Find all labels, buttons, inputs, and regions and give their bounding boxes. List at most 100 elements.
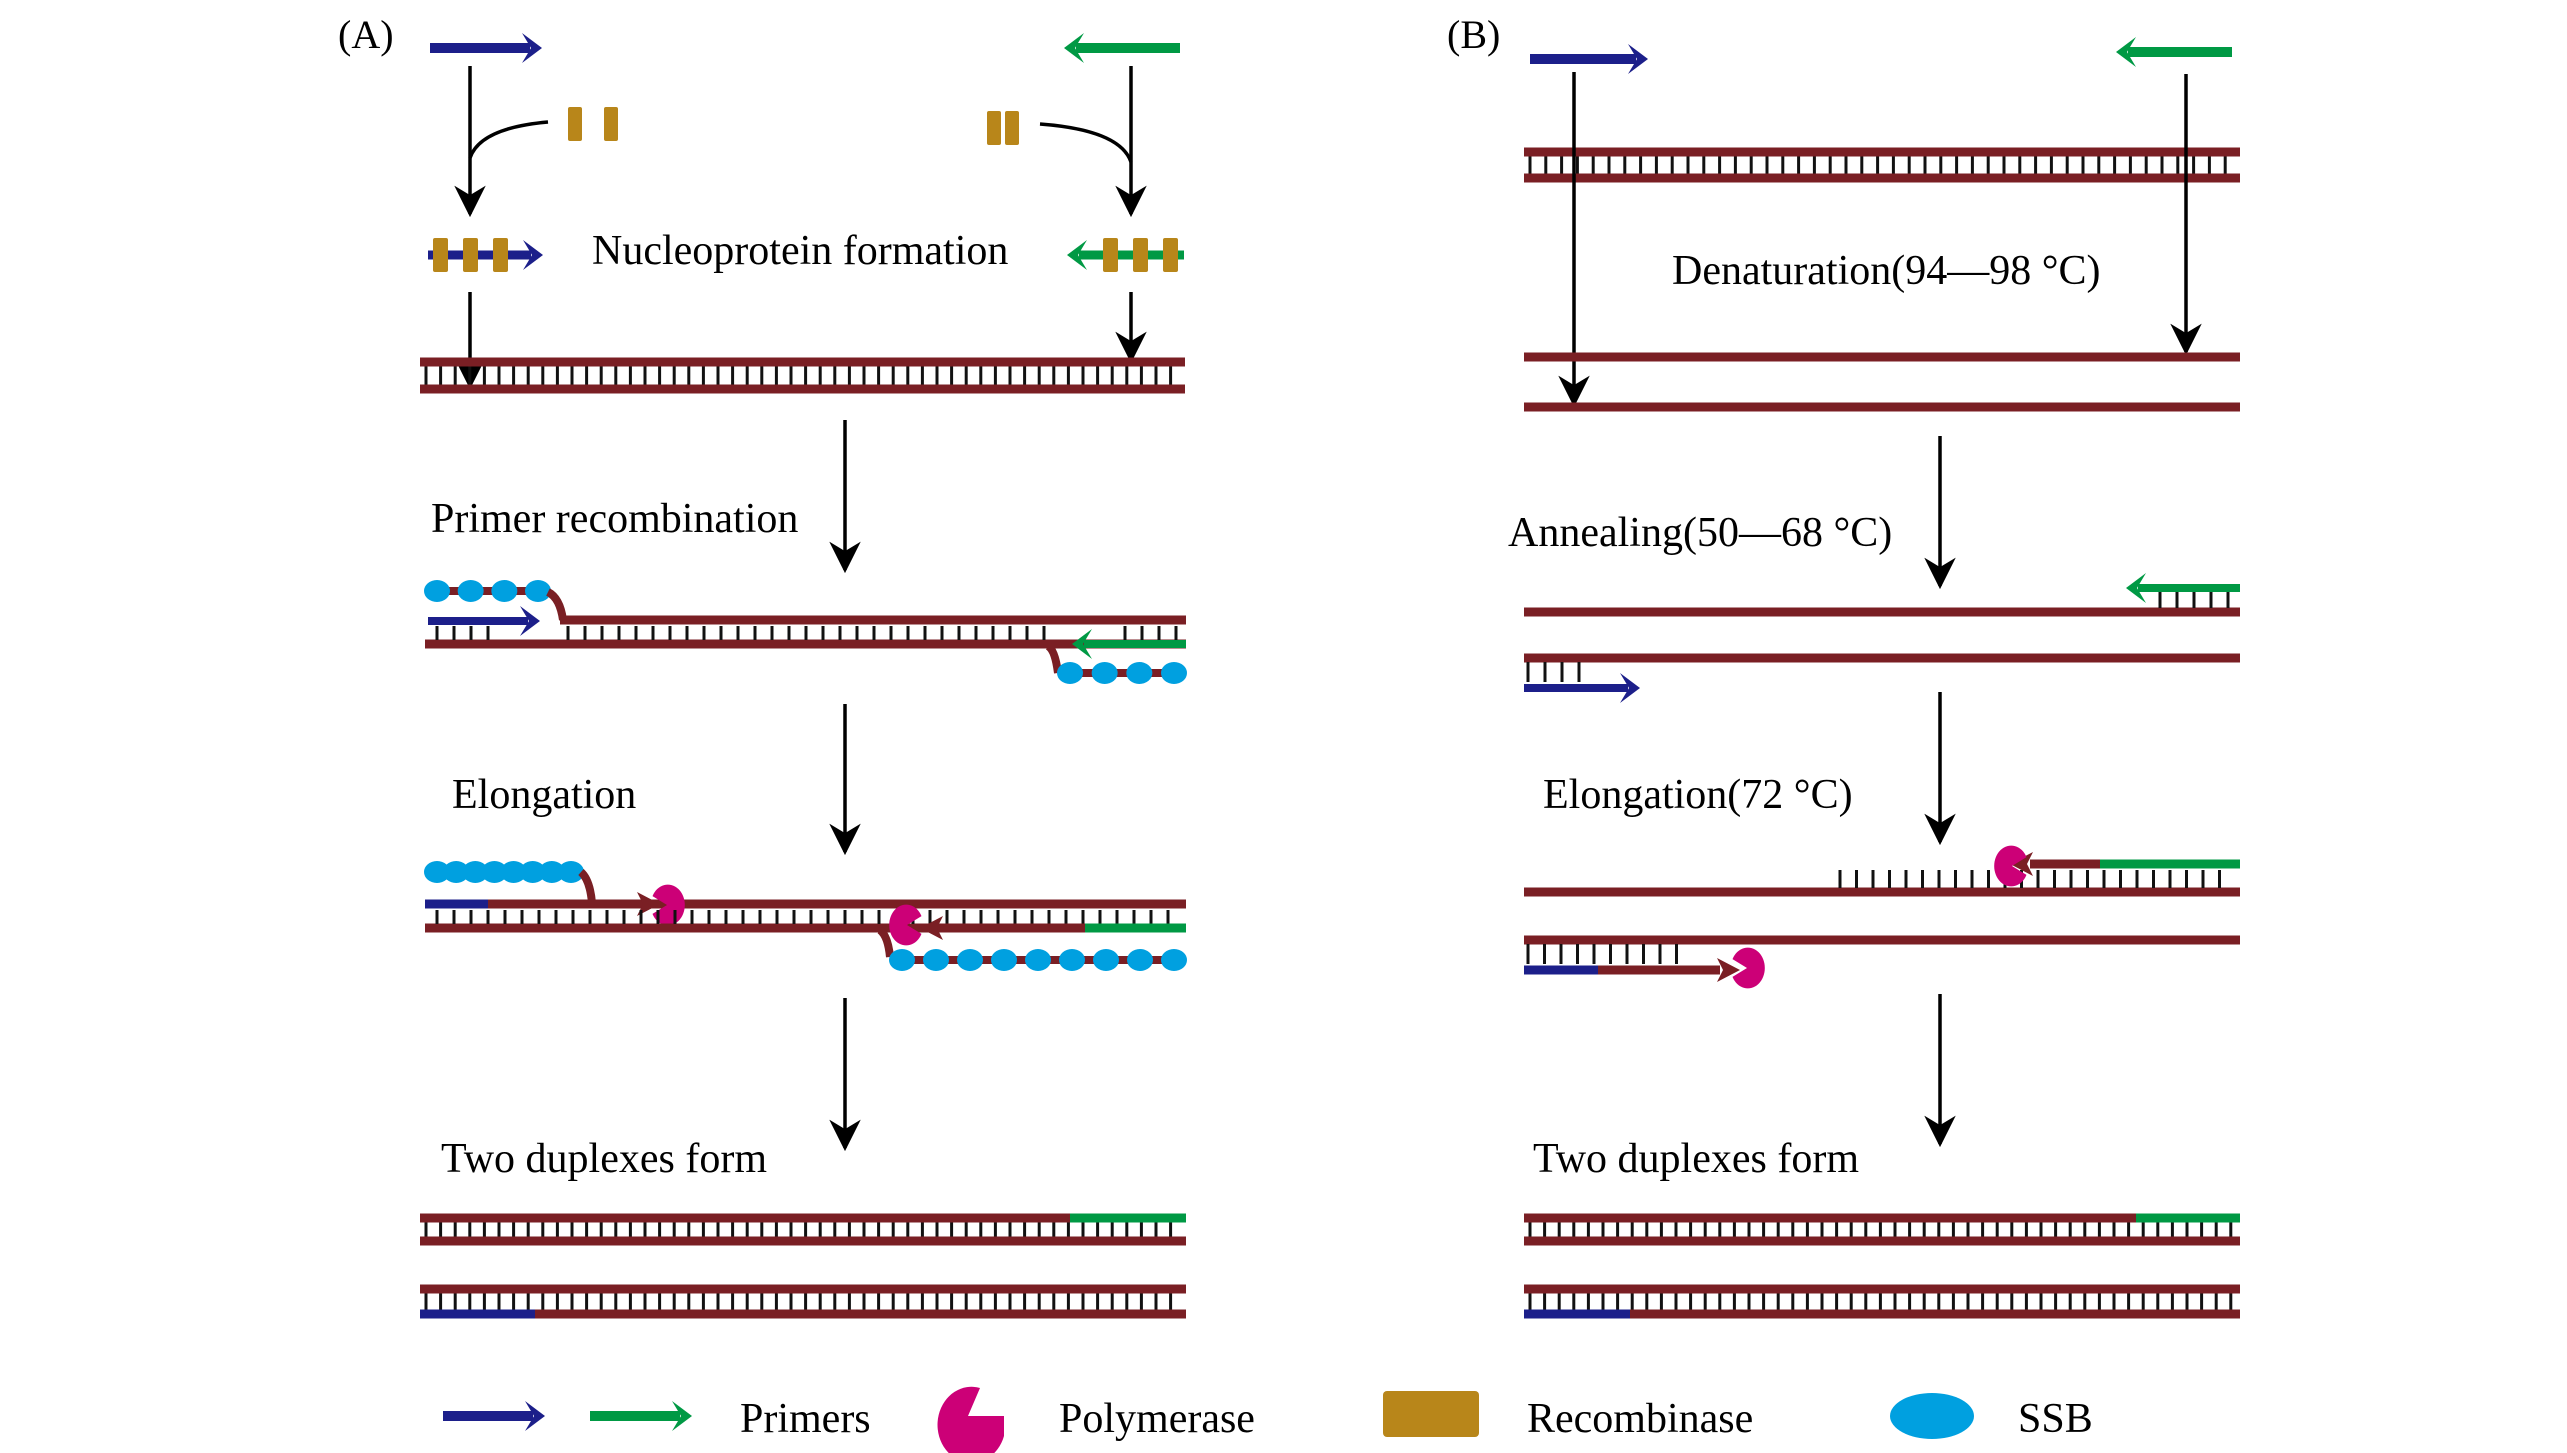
primer-head: [1072, 629, 1092, 659]
reverse-primer-icon: [1064, 33, 1180, 63]
ssb-icon: [1059, 949, 1085, 971]
recombinase-icon: [1163, 238, 1178, 272]
new-strand-head: [637, 892, 660, 916]
step-label-nucleoprotein: Nucleoprotein formation: [592, 228, 1008, 274]
primer-head: [523, 240, 543, 270]
template-dsdna: [420, 357, 1185, 394]
primer-arrow: [1524, 673, 1640, 703]
primer-head: [672, 1401, 692, 1431]
primer-head: [520, 606, 540, 636]
forward-primer-icon: [430, 33, 542, 63]
ssb-icon: [1161, 662, 1187, 684]
ssb-icon: [443, 861, 470, 883]
primer-arrow: [1072, 629, 1186, 659]
product-duplex-2: [420, 1284, 1186, 1319]
recombination-complex: [424, 580, 1187, 684]
ssb-icon: [991, 949, 1017, 971]
flow-arrow: [1558, 72, 2202, 408]
ssb-icon: [424, 861, 450, 883]
primer-head: [2116, 37, 2136, 67]
new-strand-head: [1717, 958, 1740, 982]
legend-primers-icon: [443, 1401, 692, 1431]
primer-head: [1067, 240, 1087, 270]
polymerase-shape: [937, 1386, 1004, 1453]
single-strands: [1524, 352, 2240, 412]
product-duplex-1: [420, 1213, 1186, 1246]
legend-primers-label: Primers: [740, 1396, 871, 1442]
product-duplex-2: [1524, 1284, 2240, 1319]
panel-b: (B) Denaturation(94—98 °C) Annealing(50—…: [1447, 12, 2240, 1319]
panel-a-label: (A): [338, 12, 394, 57]
ssb-icon: [558, 861, 584, 883]
step-label-duplexes: Two duplexes form: [1533, 1136, 1859, 1182]
primer-head: [1620, 673, 1640, 703]
new-strand-head: [2010, 852, 2033, 876]
recombinase-icon: [1103, 238, 1118, 272]
polymerase-icon: [1732, 947, 1765, 989]
recombinase-icon: [1133, 238, 1148, 272]
legend-polymerase-icon: [937, 1386, 1004, 1453]
nucleoprotein-filament-reverse: [1067, 238, 1184, 272]
legend-recombinase-icon: [1383, 1391, 1479, 1437]
ssb-icon: [491, 580, 518, 602]
reverse-primer-icon: [2116, 37, 2232, 67]
ssb-icon: [462, 861, 489, 883]
ssb-icon: [525, 580, 551, 602]
step-label-elongation: Elongation(72 °C): [1543, 772, 1853, 818]
primer-arrow: [2126, 573, 2240, 603]
ssb-icon: [519, 861, 546, 883]
forward-primer: [1530, 44, 1648, 74]
legend: Primers Polymerase Recombinase SSB: [443, 1386, 2093, 1453]
elongation-complex: [424, 861, 1187, 971]
primer-head: [2126, 573, 2146, 603]
flow-arrow: [454, 292, 1147, 390]
forward-primer: [430, 33, 542, 63]
step-label-duplexes: Two duplexes form: [441, 1136, 767, 1182]
legend-ssb-icon: [1890, 1393, 1974, 1439]
panel-a: (A) Nucleoprotein formation: [338, 12, 1187, 1319]
legend-polymerase-label: Polymerase: [1059, 1396, 1255, 1442]
forward-primer-icon: [1530, 44, 1648, 74]
primer-head: [1064, 33, 1084, 63]
ssb-icon: [1093, 949, 1119, 971]
ssb-icon: [1126, 662, 1153, 684]
ssb-icon: [1057, 662, 1083, 684]
step-label-annealing: Annealing(50—68 °C): [1508, 510, 1892, 556]
nucleoprotein-filament-forward: [428, 238, 543, 272]
ssb-icon: [957, 949, 983, 971]
legend-recombinase-label: Recombinase: [1527, 1396, 1753, 1442]
legend-forward-primer: [443, 1401, 545, 1431]
primer-arrow: [428, 606, 540, 636]
ssb-icon: [1091, 662, 1118, 684]
new-strand-head: [920, 916, 943, 940]
legend-reverse-primer: [590, 1401, 692, 1431]
primer-head: [522, 33, 542, 63]
recombinase-icon: [493, 238, 508, 272]
flow-arrow: [1039, 66, 1147, 218]
step-label-denaturation: Denaturation(94—98 °C): [1672, 248, 2101, 294]
primer-head: [1628, 44, 1648, 74]
ssb-icon: [889, 949, 915, 971]
ssb-icon: [500, 861, 527, 883]
ssb-icon: [923, 949, 949, 971]
ssb-icon: [1161, 949, 1187, 971]
recombinase-icon: [433, 238, 448, 272]
polymerase-icon: [652, 884, 685, 926]
dna-strand: [578, 869, 596, 904]
dna-strand: [877, 926, 894, 958]
ssb-icon: [538, 861, 565, 883]
product-duplex-1: [1524, 1213, 2240, 1246]
ssb-icon: [481, 861, 508, 883]
recombinase-icon: [987, 111, 1019, 145]
reverse-primer: [2116, 37, 2232, 67]
elongation-strands: [1524, 845, 2240, 989]
step-label-recombination: Primer recombination: [431, 496, 798, 542]
panel-b-label: (B): [1447, 12, 1500, 57]
flow-arrow: [454, 66, 549, 218]
ssb-icon: [457, 580, 484, 602]
recombinase-icon: [463, 238, 478, 272]
template-dsdna: [1524, 147, 2240, 183]
ssb-icon: [1025, 949, 1051, 971]
primer-head: [525, 1401, 545, 1431]
